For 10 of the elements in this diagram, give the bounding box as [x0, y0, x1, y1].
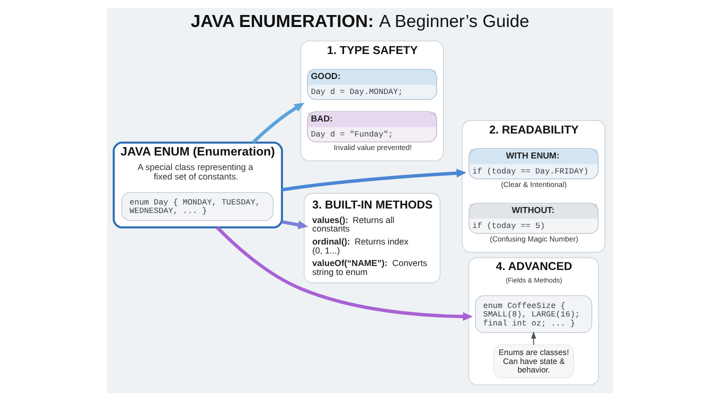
diagram-title: JAVA ENUMERATION: A Beginner’s Guide [190, 10, 530, 31]
node-label: (Confusing Magic Number) [490, 234, 578, 244]
arrow [216, 226, 473, 321]
node-label: Invalid value prevented! [334, 142, 412, 152]
arrow [282, 220, 308, 230]
node-label: (Clear & Intentional) [500, 180, 567, 189]
arrow [252, 102, 304, 144]
arrow [531, 331, 536, 346]
arrow [282, 168, 466, 192]
node-box: 3. BUILT-IN METHODS values(): Returns all constants ordinal(): Returns index (0, 1...) valueOf(“NAME”): Converts string to enum [304, 193, 440, 284]
